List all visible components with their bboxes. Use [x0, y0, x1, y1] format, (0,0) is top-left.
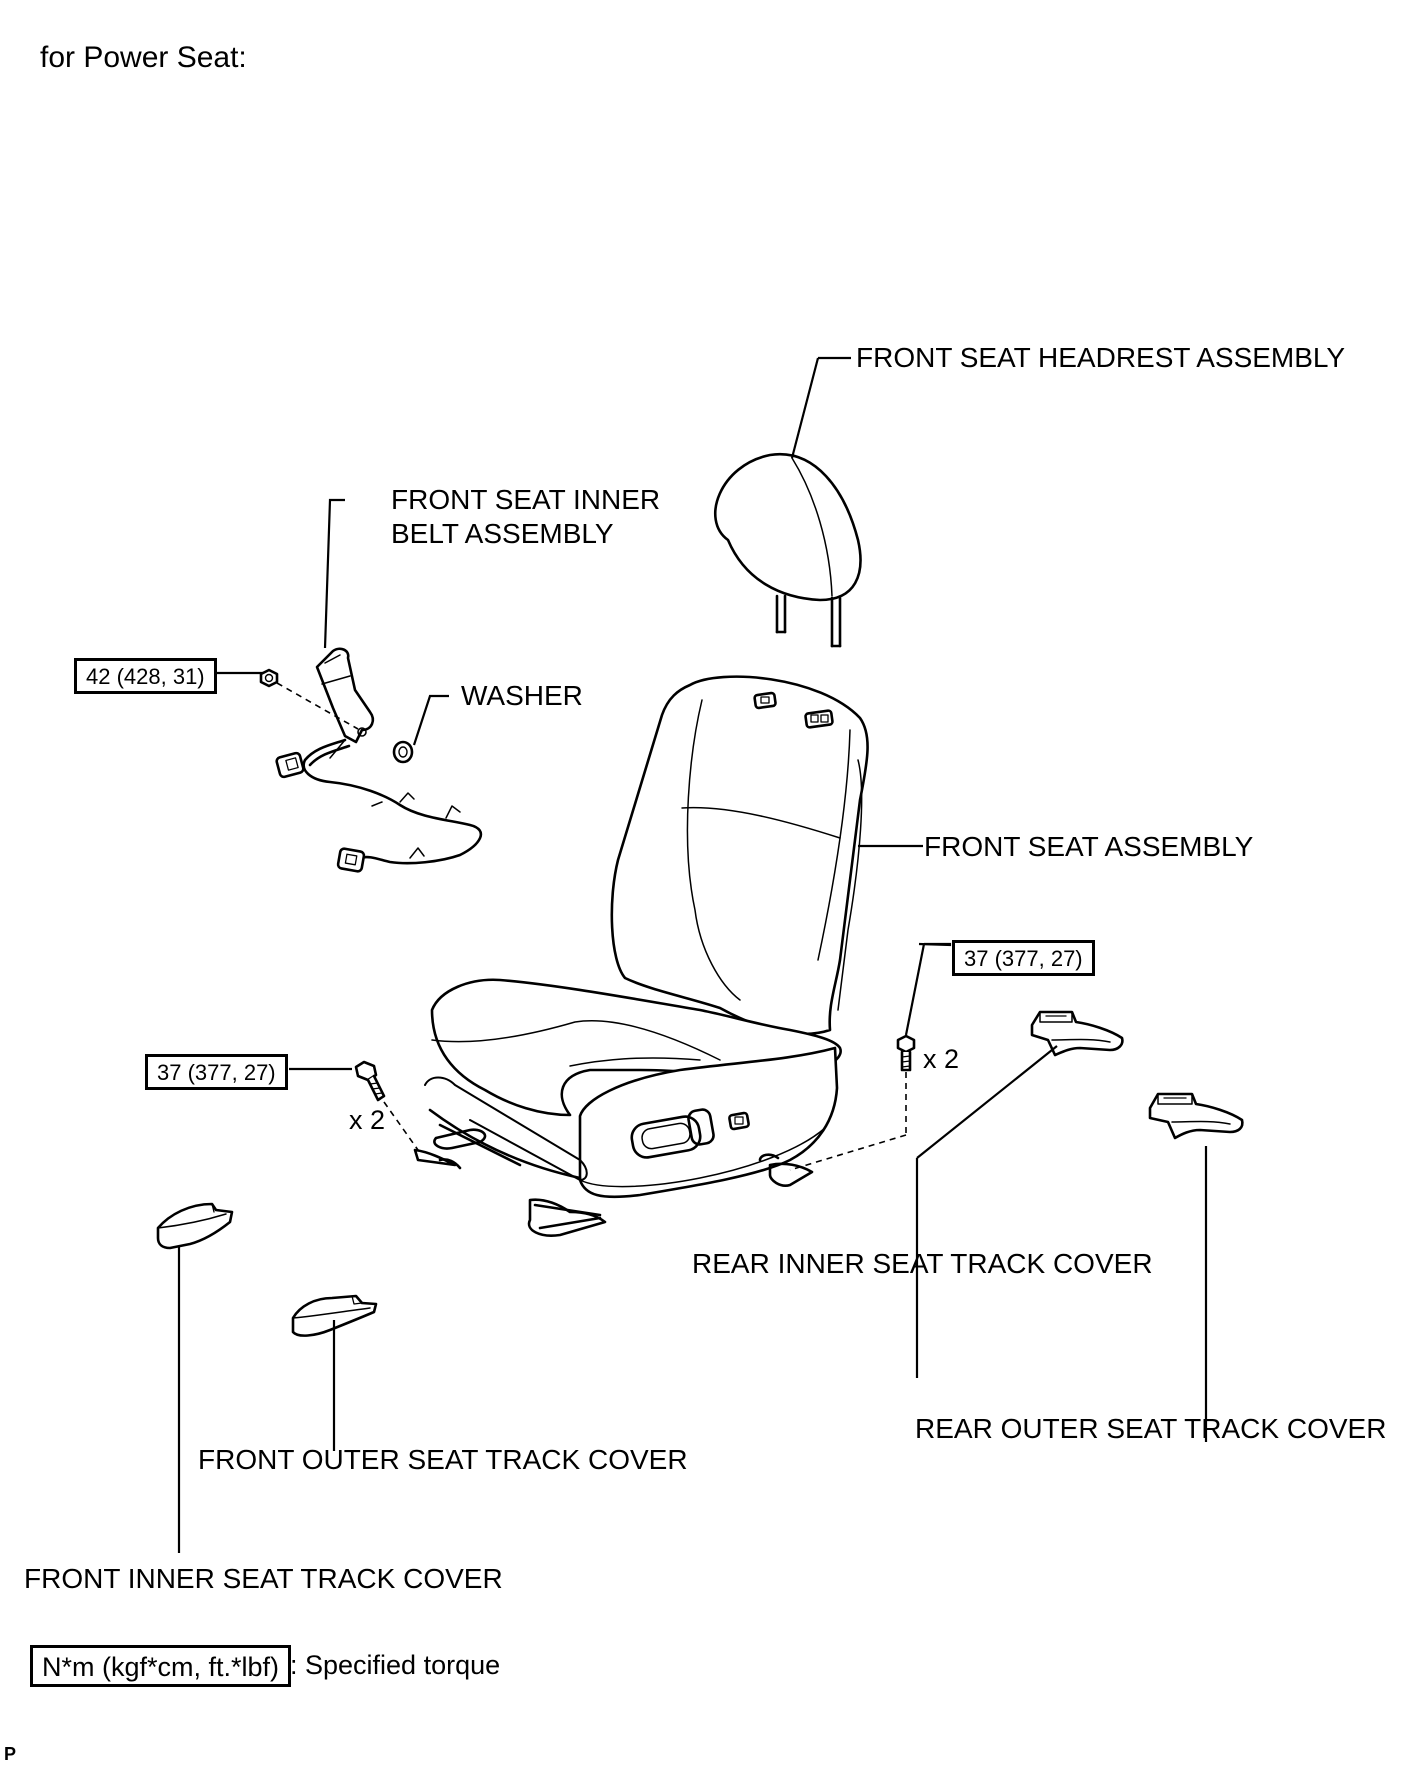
- qty-front-bolt: x 2: [349, 1105, 386, 1135]
- label-front-inner-cover: FRONT INNER SEAT TRACK COVER: [24, 1563, 503, 1594]
- rear-inner-cover-part: [1030, 1010, 1124, 1057]
- label-inner-belt-line2: BELT ASSEMBLY: [391, 518, 614, 549]
- rear-outer-cover-part: [1148, 1092, 1244, 1140]
- label-seat-assembly: FRONT SEAT ASSEMBLY: [924, 831, 1254, 862]
- label-rear-outer-cover: REAR OUTER SEAT TRACK COVER: [915, 1413, 1387, 1444]
- front-inner-cover-part: [156, 1202, 234, 1250]
- inner-belt-assembly-part: [275, 647, 483, 873]
- belt-nut-part: [259, 668, 279, 688]
- seat-back-part: [610, 675, 869, 1036]
- page-heading: for Power Seat:: [40, 41, 247, 74]
- label-rear-inner-cover: REAR INNER SEAT TRACK COVER: [692, 1248, 1153, 1279]
- label-headrest: FRONT SEAT HEADREST ASSEMBLY: [856, 342, 1346, 373]
- label-washer: WASHER: [461, 680, 583, 711]
- torque-box-rear-bolt: 37 (377, 27): [952, 940, 1095, 976]
- torque-box-belt-nut: 42 (428, 31): [74, 658, 217, 694]
- leader-lines: [177, 356, 1208, 1553]
- torque-box-front-bolt: 37 (377, 27): [145, 1054, 288, 1090]
- legend-text: : Specified torque: [290, 1650, 501, 1680]
- legend-torque-unit-box: N*m (kgf*cm, ft.*lbf): [30, 1645, 292, 1687]
- front-outer-cover-part: [291, 1294, 378, 1337]
- dashed-guides: [276, 682, 907, 1171]
- qty-rear-bolt: x 2: [923, 1044, 960, 1074]
- rear-bolt-part: [896, 1034, 916, 1072]
- seat-track-rails-part: [413, 1076, 814, 1237]
- label-front-outer-cover: FRONT OUTER SEAT TRACK COVER: [198, 1444, 688, 1475]
- label-inner-belt-line1: FRONT SEAT INNER: [391, 484, 661, 515]
- seat-side-shield-part: [578, 1046, 839, 1199]
- headrest-part: [714, 452, 862, 648]
- corner-mark: P: [4, 1744, 17, 1764]
- front-bolt-part: [354, 1060, 386, 1102]
- washer-part: [392, 740, 414, 764]
